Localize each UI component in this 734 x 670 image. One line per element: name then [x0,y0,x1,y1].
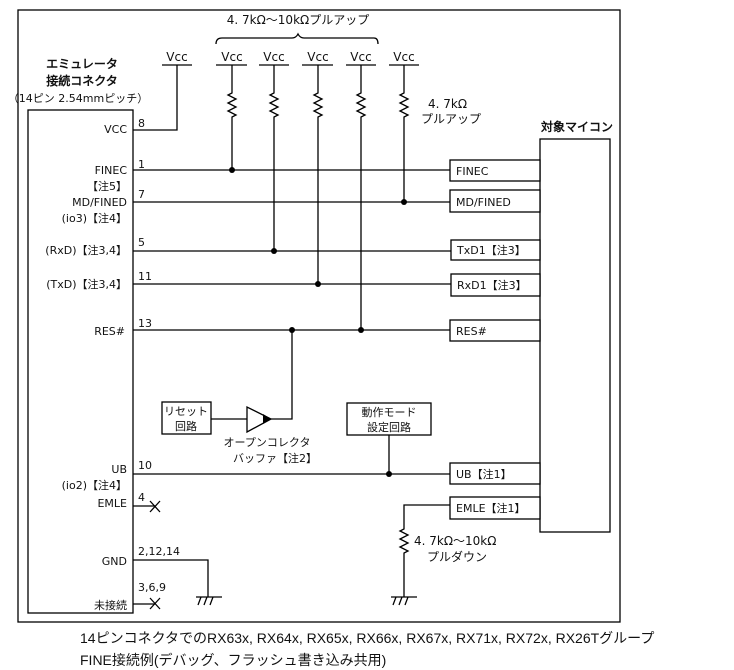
resistor-r2 [268,65,280,251]
vcc-r3: Vcc [302,50,333,66]
vcc-label: Vcc [166,50,187,64]
wire-gnd [133,559,209,597]
junction-dot [315,281,321,287]
pullup-group-brace [215,32,379,45]
pullup-group-label: 4. 7kΩ～10kΩプルアップ [227,13,369,27]
mcu-pin-emle [449,496,541,520]
pin-gnd-number: 2,12,14 [138,545,180,558]
wire-vcc [133,65,178,131]
pin-gnd-label: GND [102,555,127,568]
vcc-r5: Vcc [389,50,419,66]
pullup-single-label-1: 4. 7kΩ [428,97,467,111]
buffer-label-2: バッファ【注2】 [233,451,317,465]
ground-icon [196,596,222,606]
mcu-pin-ub [449,462,541,485]
resistor-r3 [312,65,324,284]
caption-line-1: 14ピンコネクタでのRX63x, RX64x, RX65x, RX66x, RX… [80,630,655,646]
resistor-r5 [398,65,410,202]
pin-finec-note: 【注5】 [87,179,127,193]
mcu-pin-mdfined [449,189,541,213]
pin-res-number: 13 [138,317,152,330]
reset-circuit-label-2: 回路 [175,420,197,433]
pullup-single-label-2: プルアップ [421,112,481,126]
connector-title-1: エミュレータ [46,57,118,71]
pin-emle-label: EMLE [97,497,127,510]
vcc-label: Vcc [393,50,414,64]
target-mcu-title: 対象マイコン [540,119,613,134]
pin-vcc-number: 8 [138,117,145,130]
mode-circuit-box [346,402,432,436]
mcu-pin-txd1 [450,239,541,261]
junction-dot [401,199,407,205]
pin-ub-number: 10 [138,459,152,472]
pin-ub-label: UB [111,463,127,476]
pin-res-label: RES# [94,325,125,338]
pulldown-label-2: プルダウン [427,549,487,564]
junction-dot [271,248,277,254]
reset-circuit-label-1: リセット [164,405,208,418]
open-collector-buffer [246,405,273,434]
mode-circuit-label-2: 設定回路 [367,420,411,434]
junction-dot [358,327,364,333]
buffer-label-1: オープンコレクタ [224,436,311,449]
pin-rxd-label: (RxD)【注3,4】 [45,243,127,257]
pin-mdfined-label: MD/FINED [72,196,127,209]
pin-ub-note: (io2)【注4】 [62,478,127,492]
reset-circuit-box [161,401,212,435]
wire-buffer-to-res [271,330,293,420]
resistor-r1 [226,65,238,170]
vcc-connector: Vcc [162,50,192,66]
pin-nc-label: 未接続 [94,598,127,612]
connector-title-2: 接続コネクタ [46,73,118,88]
pin-mdfined-number: 7 [138,188,145,201]
pin-finec-label: FINEC [95,164,128,177]
pin-nc-number: 3,6,9 [138,581,166,594]
resistor-pulldown [398,504,450,597]
emulator-connector-box [27,109,134,614]
vcc-r2: Vcc [259,50,289,66]
vcc-label: Vcc [221,50,242,64]
junction-dot [229,167,235,173]
mcu-pin-rxd1-label: RxD1【注3】 [457,278,527,292]
mcu-pin-finec-label: FINEC [456,165,489,178]
vcc-label: Vcc [263,50,284,64]
pin-txd-label: (TxD)【注3,4】 [46,277,127,291]
mode-circuit-label-1: 動作モード [362,405,417,419]
target-mcu-box [539,138,611,533]
outer-frame [17,9,621,623]
mcu-pin-txd1-label: TxD1【注3】 [456,243,526,257]
mcu-pin-res [449,319,541,342]
vcc-r4: Vcc [346,50,376,66]
no-connect-icon [149,597,161,610]
connector-title-3: （14ピン 2.54mmピッチ） [8,92,148,105]
vcc-r1: Vcc [216,50,247,66]
mcu-pin-emle-label: EMLE【注1】 [456,501,526,515]
buffer-output-marker [263,414,271,424]
pin-finec-number: 1 [138,158,145,171]
resistor-r4 [355,65,367,330]
pin-rxd-number: 5 [138,236,145,249]
mcu-pin-mdfined-label: MD/FINED [456,196,511,209]
ground-icon [391,596,417,606]
pin-mdfined-note: (io3)【注4】 [62,211,127,225]
pin-emle-number: 4 [138,491,145,504]
caption-line-2: FINE接続例(デバッグ、フラッシュ書き込み共用) [80,652,387,668]
no-connect-icon [149,500,161,513]
pin-txd-number: 11 [138,270,152,283]
mcu-pin-rxd1 [450,273,541,297]
vcc-label: Vcc [307,50,328,64]
mcu-pin-res-label: RES# [456,325,487,338]
mcu-pin-finec [449,159,541,182]
mcu-pin-ub-label: UB【注1】 [456,467,512,481]
pin-vcc-label: VCC [104,123,127,136]
pulldown-label-1: 4. 7kΩ～10kΩ [414,534,496,548]
vcc-label: Vcc [350,50,371,64]
